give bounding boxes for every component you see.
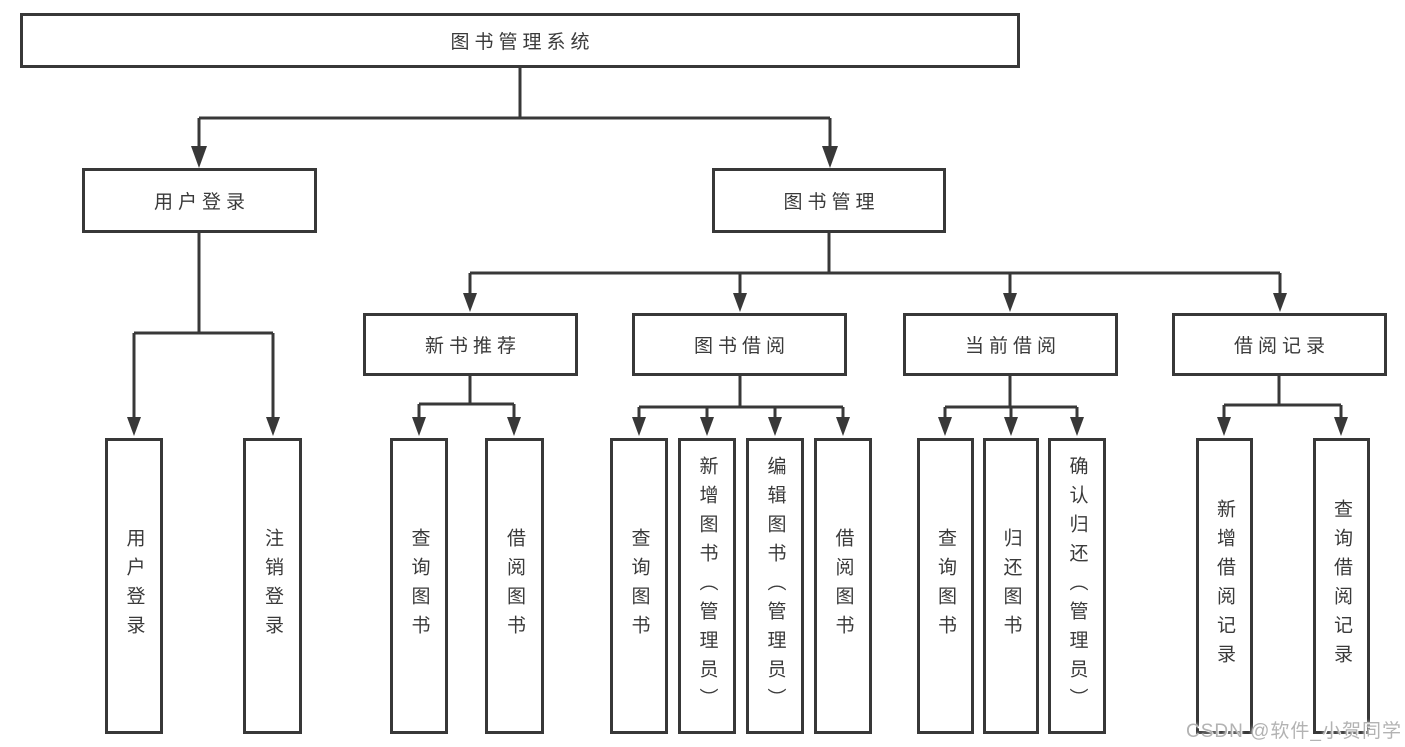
leaf-query-books-2: 查询图书: [610, 438, 668, 734]
leaf-query-borrow-record: 查询借阅记录: [1313, 438, 1370, 734]
node-book-management: 图书管理: [712, 168, 946, 233]
node-current-borrowing-label: 当前借阅: [964, 336, 1061, 357]
arrowheads-user-login-branch: [127, 417, 280, 436]
leaf-edit-book-admin-label: 编辑图书（管理员）: [764, 455, 786, 717]
leaf-query-books-3-label: 查询图书: [935, 528, 956, 644]
leaf-return-book-label: 归还图书: [1000, 528, 1022, 644]
leaf-borrow-books-2: 借阅图书: [814, 438, 872, 734]
node-root-system: 图书管理系统: [20, 13, 1020, 68]
leaf-edit-book-admin: 编辑图书（管理员）: [746, 438, 804, 734]
leaf-logout: 注销登录: [243, 438, 302, 734]
leaf-borrow-books-1: 借阅图书: [485, 438, 544, 734]
leaf-borrow-books-2-label: 借阅图书: [832, 528, 854, 644]
arrowheads-root-to-level2: [191, 146, 838, 168]
arrowheads-borrow-record-branch: [1217, 417, 1348, 436]
leaf-confirm-return-admin-label: 确认归还（管理员）: [1066, 455, 1088, 717]
leaf-borrow-books-1-label: 借阅图书: [504, 528, 525, 644]
leaf-query-books-3: 查询图书: [917, 438, 974, 734]
connector-current-borrow-branch: [943, 376, 1079, 421]
connector-book-borrow-branch: [637, 376, 845, 421]
node-new-book-recommend-label: 新书推荐: [424, 336, 521, 357]
connector-user-login-branch: [132, 233, 275, 421]
leaf-query-books-2-label: 查询图书: [628, 528, 650, 644]
node-book-management-label: 图书管理: [783, 192, 880, 213]
node-borrowing-records: 借阅记录: [1172, 313, 1387, 376]
connector-new-book-branch: [417, 376, 516, 421]
leaf-add-book-admin: 新增图书（管理员）: [678, 438, 736, 734]
connector-borrow-record-branch: [1222, 376, 1343, 421]
leaf-add-book-admin-label: 新增图书（管理员）: [696, 455, 718, 717]
node-current-borrowing: 当前借阅: [903, 313, 1118, 376]
arrowheads-book-borrow-branch: [632, 417, 850, 436]
node-root-system-label: 图书管理系统: [450, 32, 595, 53]
leaf-return-book: 归还图书: [983, 438, 1039, 734]
node-user-login-label: 用户登录: [153, 192, 250, 213]
leaf-user-login: 用户登录: [105, 438, 163, 734]
leaf-add-borrow-record: 新增借阅记录: [1196, 438, 1253, 734]
arrowheads-current-borrow-branch: [938, 417, 1084, 436]
node-book-borrowing-label: 图书借阅: [693, 336, 790, 357]
node-new-book-recommend: 新书推荐: [363, 313, 578, 376]
connector-root-to-level2: [197, 68, 832, 150]
node-book-borrowing: 图书借阅: [632, 313, 847, 376]
node-user-login: 用户登录: [82, 168, 317, 233]
leaf-add-borrow-record-label: 新增借阅记录: [1214, 499, 1235, 673]
leaf-query-books-1: 查询图书: [390, 438, 448, 734]
node-borrowing-records-label: 借阅记录: [1233, 336, 1330, 357]
connector-book-mgmt-to-level3: [468, 233, 1282, 297]
leaf-query-books-1-label: 查询图书: [408, 528, 430, 644]
leaf-user-login-label: 用户登录: [123, 528, 145, 644]
leaf-query-borrow-record-label: 查询借阅记录: [1331, 499, 1352, 673]
arrowheads-book-mgmt-to-level3: [463, 293, 1287, 312]
leaf-logout-label: 注销登录: [262, 528, 283, 644]
arrowheads-new-book-branch: [412, 417, 521, 436]
csdn-watermark: CSDN @软件_小贺同学: [1186, 721, 1402, 742]
leaf-confirm-return-admin: 确认归还（管理员）: [1048, 438, 1106, 734]
